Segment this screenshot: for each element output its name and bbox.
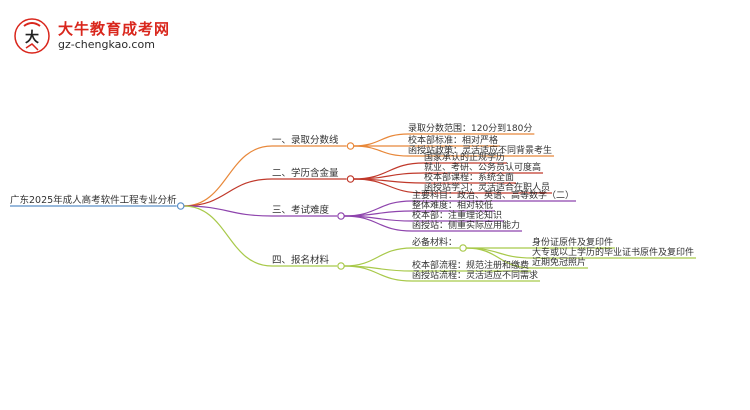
root-collapse-toggle[interactable] (176, 202, 185, 210)
branch-2-child-1[interactable]: 国家承认的正规学历 (424, 151, 505, 163)
edge-branch-4-child-3 (344, 265, 413, 282)
branch-4-child-2[interactable]: 校本部流程：规范注册和缴费 (412, 259, 529, 271)
branch-3-collapse-toggle[interactable] (337, 212, 345, 220)
branch-4-child-1[interactable]: 必备材料： (412, 236, 457, 248)
edge-root-branch-2 (183, 178, 273, 207)
branch-1-collapse-toggle[interactable] (346, 142, 355, 150)
branch-3-child-3[interactable]: 校本部：注重理论知识 (412, 209, 502, 221)
edge-branch-4-child-1 (344, 247, 413, 267)
running-bull-logo-icon: 大 (14, 18, 50, 54)
edge-branch-3-child-2 (344, 210, 413, 217)
mind-map-nodes: 广东2025年成人高考软件工程专业分析 一、录取分数线 录取分数范围：120分到18… (10, 122, 694, 281)
branch-1-child-1[interactable]: 录取分数范围：120分到180分 (408, 122, 532, 134)
branch-3-child-4[interactable]: 函授站：侧重实际应用能力 (412, 219, 520, 231)
edge-branch-3-child-4 (344, 215, 413, 232)
edge-branch-1-child-3 (353, 145, 409, 157)
branch-2-collapse-toggle[interactable] (346, 175, 355, 183)
branch-4-child-1-sub-3[interactable]: 近期免冠照片 (532, 256, 586, 268)
site-logo[interactable]: 大 大牛教育成考网 gz-chengkao.com (12, 14, 262, 58)
branch-4-child-1-collapse-toggle[interactable] (459, 244, 467, 252)
edge-root-branch-4 (183, 205, 273, 267)
edge-root-branch-3 (183, 205, 273, 217)
logo-url: gz-chengkao.com (58, 38, 155, 51)
edge-branch-4-child-1-sub-3 (466, 247, 533, 269)
edge-branch-2-child-4 (353, 178, 425, 194)
branch-4-label[interactable]: 四、报名材料 (272, 254, 330, 266)
branch-3-child-1[interactable]: 主要科目：政治、英语、高等数学（二） (412, 189, 574, 201)
branch-1-child-2[interactable]: 校本部标准：相对严格 (408, 134, 498, 146)
edge-branch-4-child-1-sub-2 (466, 247, 533, 259)
edge-branch-1-child-1 (353, 133, 409, 147)
branch-3-label[interactable]: 三、考试难度 (272, 204, 330, 216)
branch-4-child-1-sub-2[interactable]: 大专或以上学历的毕业证书原件及复印件 (532, 246, 694, 258)
branch-3-child-2[interactable]: 整体难度：相对较低 (412, 199, 493, 211)
mind-map-edges (10, 133, 697, 282)
branch-4-child-3[interactable]: 函授站流程：灵活适应不同需求 (412, 269, 538, 281)
edge-root-branch-1 (183, 145, 273, 207)
branch-1-label[interactable]: 一、录取分数线 (272, 134, 339, 146)
branch-2-child-2[interactable]: 就业、考研、公务员认可度高 (424, 161, 541, 173)
branch-2-child-3[interactable]: 校本部课程：系统全面 (424, 171, 514, 183)
branch-4-child-1-sub-1[interactable]: 身份证原件及复印件 (532, 236, 613, 248)
root-topic[interactable]: 广东2025年成人高考软件工程专业分析 (10, 194, 177, 206)
svg-text:大: 大 (25, 29, 39, 46)
logo-title: 大牛教育成考网 (58, 20, 171, 38)
branch-2-label[interactable]: 二、学历含金量 (272, 167, 339, 179)
branch-2-child-4[interactable]: 函授站学习：灵活适合在职人员 (424, 181, 550, 193)
branch-4-collapse-toggle[interactable] (337, 262, 345, 270)
branch-1-child-3[interactable]: 函授站政策：灵活适应不同背景考生 (408, 144, 552, 156)
